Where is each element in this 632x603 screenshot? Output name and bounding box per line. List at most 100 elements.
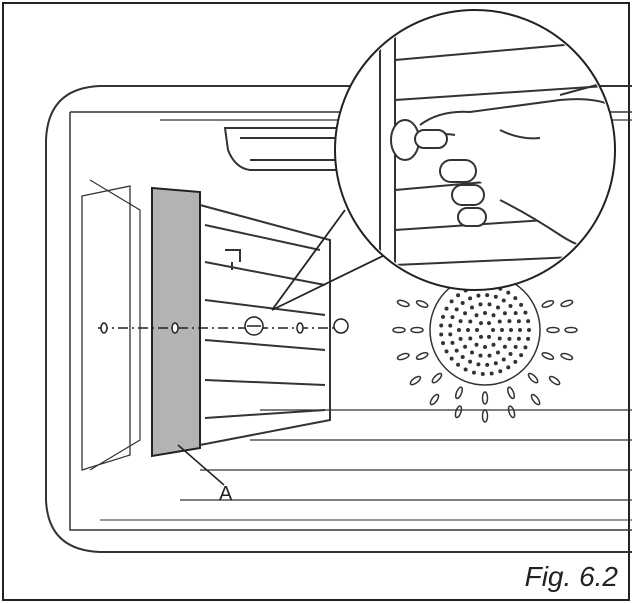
fan-hole	[491, 313, 496, 318]
fan-hole	[526, 319, 531, 324]
fan-hole	[501, 298, 506, 303]
side-panel-a	[151, 186, 201, 458]
fan-hole	[470, 305, 474, 310]
fan-hole	[480, 371, 485, 376]
fan-hole	[463, 311, 468, 316]
fan-slot	[541, 352, 555, 361]
fan-hole	[463, 367, 468, 372]
fan-hole	[519, 302, 524, 307]
hand	[419, 98, 613, 252]
fan-hole	[458, 336, 463, 341]
fan-hole	[474, 342, 479, 347]
screw-rear	[333, 318, 349, 334]
fan-hole	[487, 334, 491, 339]
figure-caption: Fig. 6.2	[524, 561, 618, 592]
fan-hole	[441, 314, 446, 319]
fan-hole	[460, 354, 465, 359]
fan-hole	[483, 345, 487, 349]
fan-hole	[468, 336, 473, 341]
fan-hole	[468, 296, 473, 301]
fan-hole	[479, 334, 483, 339]
fan-slot	[481, 409, 489, 423]
fan-hole	[513, 296, 518, 301]
fan-slot	[560, 299, 574, 308]
fan-hole	[468, 359, 473, 364]
zoom-pointer	[271, 209, 396, 311]
fan-hole	[454, 307, 459, 312]
fan-slot	[530, 393, 541, 406]
fan-hole	[523, 345, 528, 350]
fan-slot	[527, 372, 539, 384]
fan-hole	[475, 328, 479, 332]
shelf-rails	[199, 204, 331, 446]
fan-hole	[466, 328, 470, 332]
fan-hole	[448, 323, 453, 328]
fan-hole	[508, 351, 513, 356]
fan-hole	[518, 328, 522, 332]
fan-hole	[444, 349, 449, 354]
fan-hole	[476, 362, 481, 367]
fan-slot	[507, 405, 516, 419]
callout-leader-a	[177, 444, 225, 486]
fan-hole	[527, 328, 531, 332]
fan-hole	[478, 353, 483, 358]
fan-hole	[470, 350, 474, 355]
fan-hole	[487, 321, 491, 326]
fan-hole	[493, 294, 498, 299]
fan-cover	[392, 274, 578, 423]
fan-hole	[496, 350, 500, 355]
fan-hole	[506, 290, 511, 295]
fan-hole	[439, 332, 444, 337]
fan-hole	[487, 302, 492, 307]
fan-hole	[458, 319, 463, 324]
fan-hole	[441, 341, 446, 346]
fan-hole	[501, 357, 506, 362]
fan-hole	[485, 362, 490, 367]
fan-slot	[564, 326, 578, 334]
fan-hole	[479, 321, 483, 326]
fan-slot	[415, 299, 429, 308]
fan-hole	[498, 369, 503, 374]
fan-slot	[481, 391, 489, 405]
fan-hole	[463, 344, 468, 349]
fan-hole	[474, 313, 479, 318]
fan-hole	[523, 310, 528, 315]
fan-hole	[491, 342, 496, 347]
fan-hole	[491, 328, 495, 332]
fan-hole	[460, 301, 465, 306]
fan-hole	[526, 336, 531, 341]
fan-hole	[519, 353, 524, 358]
fan-hole	[502, 311, 507, 316]
fan-hole	[497, 319, 502, 324]
fan-slot	[429, 393, 440, 406]
fan-hole	[468, 319, 473, 324]
fan-hole	[457, 328, 461, 332]
fan-hole	[471, 370, 476, 375]
fan-hole	[496, 305, 500, 310]
fan-hole	[507, 319, 512, 324]
screw-axis	[98, 316, 349, 336]
fan-hole	[478, 302, 483, 307]
fan-slot	[546, 326, 560, 334]
fan-hole	[448, 332, 453, 337]
fan-hole	[444, 306, 449, 311]
fan-hole	[456, 362, 461, 367]
fan-hole	[450, 315, 455, 320]
fan-slot	[507, 386, 516, 400]
fan-slot	[410, 326, 424, 334]
fan-slot	[409, 375, 422, 386]
fan-hole	[485, 293, 490, 298]
fan-hole	[449, 356, 454, 361]
fan-slot	[396, 352, 410, 361]
fan-slot	[560, 352, 574, 361]
fan-hole	[450, 340, 455, 345]
fan-hole	[483, 311, 487, 315]
fan-slot	[541, 299, 555, 308]
fan-slot	[396, 299, 410, 308]
fan-slot	[431, 372, 443, 384]
fan-hole	[506, 365, 511, 370]
fan-hole	[513, 359, 518, 364]
